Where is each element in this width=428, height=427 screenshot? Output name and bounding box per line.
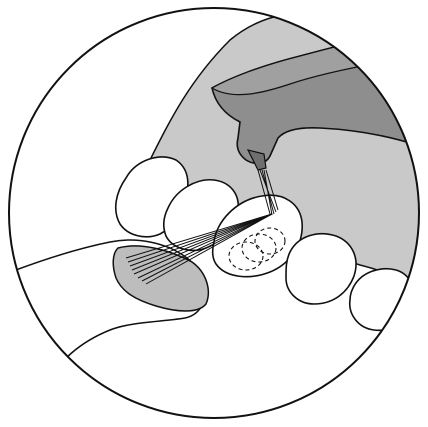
tooth-right-2 [350, 269, 415, 330]
tooth-right-1 [286, 234, 356, 304]
circle-contents [0, 13, 428, 427]
